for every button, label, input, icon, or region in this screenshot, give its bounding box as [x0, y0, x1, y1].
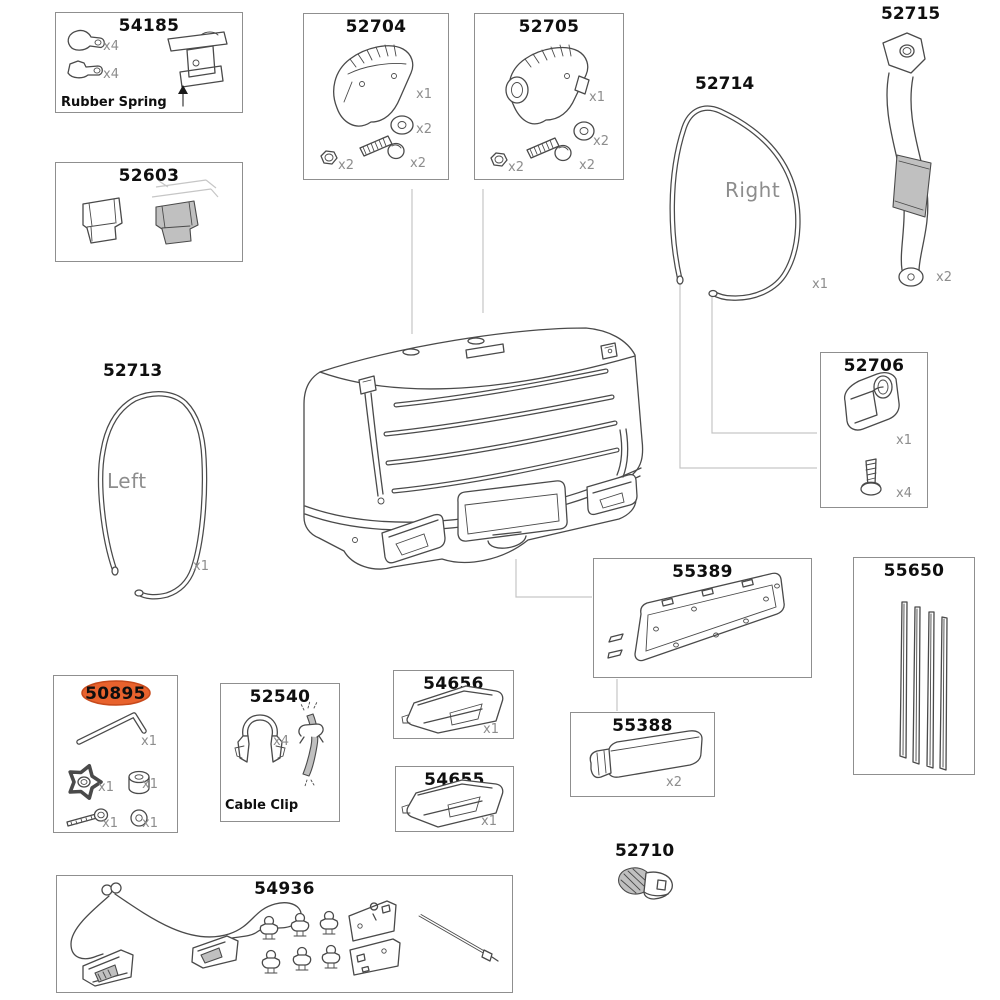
bracket-screw-drawing	[843, 372, 900, 496]
push-clip-icons	[259, 910, 341, 974]
part-number: 52603	[118, 166, 180, 186]
part-caption: Rubber Spring	[61, 95, 167, 110]
part-box-54655[interactable]: 54655 x1	[395, 766, 514, 832]
right-bracket-drawing	[669, 105, 801, 301]
cable-clip-drawing	[234, 700, 324, 787]
qty-label: x2	[666, 775, 682, 790]
side-label: Left	[107, 469, 147, 493]
part-box-54656[interactable]: 54656 x1	[393, 670, 514, 739]
trim-strips-drawing	[899, 601, 948, 771]
cover-hardware-drawing	[320, 44, 414, 165]
selected-part-highlight	[81, 680, 151, 706]
qty-label: x1	[416, 87, 432, 102]
qty-label: x1	[142, 816, 158, 831]
qty-label: x1	[102, 816, 118, 831]
part-number: 52714	[695, 74, 755, 94]
qty-label: x2	[338, 158, 354, 173]
part-number: 52705	[518, 17, 580, 37]
rubber-pad-drawing	[589, 730, 703, 779]
qty-label: x1	[483, 722, 499, 737]
part-52710[interactable]: 52710	[608, 841, 698, 907]
part-box-52540[interactable]: 52540 x4 Cable Clip	[220, 683, 340, 822]
qty-label: x4	[896, 486, 912, 501]
side-label: Right	[725, 178, 781, 202]
cover-hardware-drawing	[490, 44, 595, 167]
part-box-52704[interactable]: 52704 x1 x2 x2 x2	[303, 13, 449, 180]
strap-drawing	[882, 32, 932, 287]
cargo-box-drawing	[290, 310, 670, 605]
qty-label: x1	[142, 777, 158, 792]
lamp-housing-drawing	[401, 779, 504, 828]
part-box-54185[interactable]: 54185 x4 x4 Rubber Spring	[55, 12, 243, 113]
qty-label: x1	[589, 90, 605, 105]
highlight-ellipse	[81, 680, 151, 706]
qty-label: x4	[103, 67, 119, 82]
part-52713[interactable]: 52713 Left x1	[75, 361, 215, 611]
part-number: 54936	[254, 879, 315, 899]
part-52714[interactable]: 52714 Right x1	[660, 74, 845, 304]
part-box-50895[interactable]: 50895 x1 x1 x1 x1 x1	[53, 675, 178, 833]
qty-label: x2	[593, 134, 609, 149]
wiring-kit-drawing	[70, 882, 499, 987]
part-caption: Cable Clip	[225, 798, 299, 813]
qty-label: x2	[579, 158, 595, 173]
part-box-55650[interactable]: 55650	[853, 557, 975, 775]
knob-drawing	[618, 867, 673, 900]
qty-label: x4	[103, 39, 119, 54]
qty-label: x1	[812, 277, 828, 292]
part-number: 55388	[612, 716, 673, 736]
lamp-housing-drawing	[401, 685, 504, 734]
part-number: 52704	[345, 17, 407, 37]
knob-hardware-drawing	[66, 712, 150, 827]
cargo-box-illustration	[303, 327, 644, 570]
part-box-55388[interactable]: 55388 x2	[570, 712, 715, 797]
part-number: 52715	[881, 4, 941, 24]
part-number: 52706	[843, 356, 905, 376]
part-number: 52710	[615, 841, 675, 861]
qty-label: x2	[416, 122, 432, 137]
part-box-54936[interactable]: 54936	[56, 875, 513, 993]
qty-label: x2	[936, 270, 952, 285]
part-box-52706[interactable]: 52706 x1 x4	[820, 352, 928, 508]
qty-label: x1	[896, 433, 912, 448]
qty-label: x2	[508, 160, 524, 175]
part-number: 52540	[249, 687, 311, 707]
part-box-52603[interactable]: 52603	[55, 162, 243, 262]
qty-label: x1	[141, 734, 157, 749]
qty-label: x1	[481, 814, 497, 829]
rubber-spring-drawing	[67, 29, 228, 107]
part-number: 52713	[103, 361, 163, 381]
part-number: 50895	[85, 684, 146, 704]
part-number: 55650	[883, 561, 945, 581]
part-box-55389[interactable]: 55389	[593, 558, 812, 678]
part-52715[interactable]: 52715 x2	[855, 4, 975, 299]
qty-label: x4	[273, 734, 289, 749]
left-bracket-drawing	[97, 391, 208, 600]
up-arrow-icon	[178, 85, 188, 94]
part-number: 54185	[118, 16, 180, 36]
qty-label: x1	[98, 780, 114, 795]
number-plate-holder-drawing	[607, 572, 785, 662]
part-number: 55389	[672, 562, 733, 582]
qty-label: x2	[410, 156, 426, 171]
qty-label: x1	[193, 559, 209, 574]
part-box-52705[interactable]: 52705 x1 x2 x2 x2	[474, 13, 624, 180]
clip-drawing	[82, 179, 219, 245]
